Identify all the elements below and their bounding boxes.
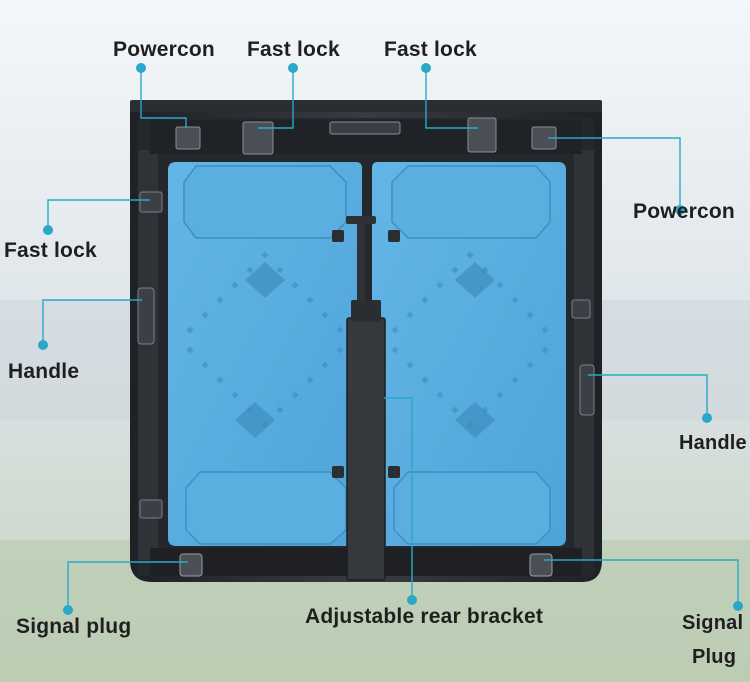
stud-mark <box>186 326 194 334</box>
stud-mark <box>246 266 254 274</box>
top-components <box>175 117 557 155</box>
stud-mark <box>276 266 284 274</box>
label-signal-plug-left: Signal plug <box>16 615 132 638</box>
screws <box>332 230 400 478</box>
leader-line-handle-left <box>42 299 142 345</box>
stud-mark <box>231 281 239 289</box>
blue-panel-right <box>372 162 566 546</box>
stud-mark <box>306 296 314 304</box>
leader-dot-handle-right <box>702 413 712 423</box>
stud-mark <box>201 311 209 319</box>
stud-mark <box>436 391 444 399</box>
stud-mark <box>451 406 459 414</box>
label-powercon-right: Powercon <box>633 200 735 223</box>
leader-line-powercon-right <box>548 137 681 210</box>
label-handle-left: Handle <box>8 360 80 383</box>
leader-line-handle-right <box>588 374 708 418</box>
stud-mark <box>336 326 344 334</box>
stud-mark <box>481 266 489 274</box>
stud-mark <box>261 421 269 429</box>
stud-mark <box>231 391 239 399</box>
stud-mark <box>496 281 504 289</box>
stud-mark <box>391 346 399 354</box>
leader-line-fast-lock-top-right <box>425 68 478 129</box>
stud-mark <box>336 346 344 354</box>
label-adjustable-rear-bracket: Adjustable rear bracket <box>305 605 544 628</box>
stud-mark <box>321 361 329 369</box>
stud-mark <box>321 311 329 319</box>
stud-mark <box>541 346 549 354</box>
leader-dot-fast-lock-side <box>43 225 53 235</box>
label-fast-lock-top-left: Fast lock <box>247 38 340 61</box>
stud-mark <box>451 266 459 274</box>
stud-mark <box>391 326 399 334</box>
leader-dot-adjustable-rear-bracket <box>407 595 417 605</box>
stud-mark <box>291 391 299 399</box>
stud-mark <box>526 361 534 369</box>
label-fast-lock-top-right: Fast lock <box>384 38 477 61</box>
stud-mark <box>511 296 519 304</box>
stud-mark <box>306 376 314 384</box>
stud-mark <box>216 296 224 304</box>
label-signal-plug-right-line2: Plug <box>692 646 737 668</box>
side-components <box>137 191 595 519</box>
adjustable-rear-bracket <box>346 216 386 581</box>
stud-mark <box>421 296 429 304</box>
stud-mark <box>511 376 519 384</box>
leader-line-fast-lock-side <box>47 199 150 230</box>
leader-dot-fast-lock-top-right <box>421 63 431 73</box>
stud-mark <box>481 406 489 414</box>
stud-mark <box>201 361 209 369</box>
stud-dots <box>186 251 549 429</box>
label-handle-right: Handle <box>679 432 747 454</box>
leader-line-fast-lock-top-left <box>258 68 294 129</box>
leader-dot-signal-plug-right <box>733 601 743 611</box>
stud-mark <box>436 281 444 289</box>
leader-dot-fast-lock-top-left <box>288 63 298 73</box>
stud-mark <box>496 391 504 399</box>
label-signal-plug-right-line1: Signal <box>682 612 744 634</box>
leader-lines <box>42 68 739 610</box>
label-fast-lock-side: Fast lock <box>4 239 97 262</box>
leader-dot-signal-plug-left <box>63 605 73 615</box>
leader-line-signal-plug-right <box>544 559 739 606</box>
blue-panel-left <box>168 162 362 546</box>
stud-mark <box>406 361 414 369</box>
stud-mark <box>291 281 299 289</box>
leader-dots <box>38 63 743 615</box>
stud-mark <box>406 311 414 319</box>
leader-line-signal-plug-left <box>67 561 188 610</box>
leader-dot-handle-left <box>38 340 48 350</box>
stud-mark <box>246 406 254 414</box>
stud-mark <box>466 251 474 259</box>
stud-mark <box>526 311 534 319</box>
stud-mark <box>466 421 474 429</box>
leader-dot-powercon-top <box>136 63 146 73</box>
stud-mark <box>261 251 269 259</box>
leader-line-powercon-top <box>140 68 187 128</box>
stud-mark <box>186 346 194 354</box>
leader-dot-powercon-right <box>675 205 685 215</box>
leader-line-adjustable-rear-bracket <box>384 397 413 600</box>
stud-mark <box>216 376 224 384</box>
stud-mark <box>541 326 549 334</box>
stud-mark <box>421 376 429 384</box>
stud-mark <box>276 406 284 414</box>
label-powercon-top: Powercon <box>113 38 215 61</box>
